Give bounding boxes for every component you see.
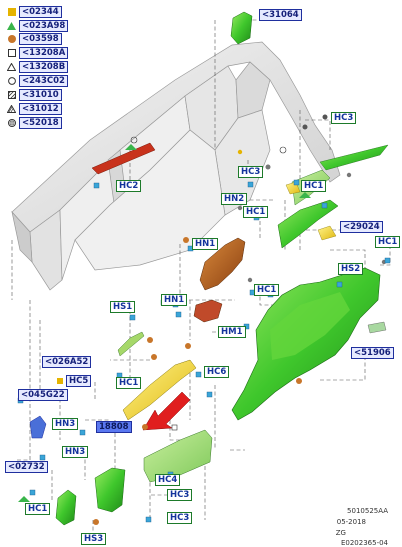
legend-label[interactable]: <243C02: [19, 75, 68, 87]
triangle-green-icon: [6, 21, 17, 32]
green-kick-panel: [55, 489, 77, 526]
callout-hn1-b[interactable]: HN1: [161, 294, 188, 306]
legend-label[interactable]: <52018: [19, 117, 62, 129]
callout-hc4[interactable]: HC4: [155, 474, 181, 486]
footer-figure: E0202365-04: [340, 539, 388, 547]
callout-31064[interactable]: <31064: [259, 9, 302, 21]
legend-row-243c02: <243C02: [6, 75, 68, 87]
yellow-bracket-right: [317, 225, 337, 241]
green-clip-strip: [117, 331, 145, 357]
green-lower-sill-trim: [143, 429, 213, 483]
green-triangle-marker-3: [299, 192, 311, 198]
green-triangle-marker: [125, 144, 137, 150]
legend-label[interactable]: <31012: [19, 103, 62, 115]
callout-hm1[interactable]: HM1: [218, 326, 246, 338]
legend-row-31010: <31010: [6, 89, 62, 101]
legend-row-02344: <02344: [6, 6, 62, 18]
yellow-long-sill-trim: [122, 359, 197, 421]
callout-hc1-right[interactable]: HC1: [375, 236, 401, 248]
red-highlight-arrow: [142, 391, 191, 431]
legend-row-13208b: <13208B: [6, 61, 69, 73]
callout-hs1[interactable]: HS1: [110, 301, 136, 313]
callout-hc1-c[interactable]: HC1: [254, 284, 280, 296]
green-c-pillar-trim: [277, 199, 339, 249]
square-yellow-icon: [6, 7, 17, 18]
callout-hc3-bottom[interactable]: HC3: [167, 512, 193, 524]
green-panel-inner-shade: [270, 292, 350, 360]
callout-51906[interactable]: <51906: [351, 347, 394, 359]
callout-hc3-mid[interactable]: HC3: [238, 166, 264, 178]
legend-label[interactable]: <13208B: [19, 61, 69, 73]
legend-row-31012: <31012: [6, 103, 62, 115]
callout-hc3-top[interactable]: HC3: [331, 112, 357, 124]
callout-026a52[interactable]: <026A52: [42, 356, 92, 368]
triangle-outline-icon: [6, 62, 17, 73]
callout-hc1-d[interactable]: HC1: [116, 377, 142, 389]
orange-hoop-bracket: [193, 299, 223, 323]
callout-18808[interactable]: 18808: [96, 421, 132, 433]
spiral-circle-icon: [6, 118, 17, 129]
callout-hc5[interactable]: HC5: [66, 375, 92, 387]
hatched-square-icon: [6, 90, 17, 101]
red-roof-strip: [91, 142, 156, 175]
fastener-dots: [93, 114, 387, 525]
footer-code: 5010525AA: [347, 507, 388, 515]
orange-c-pillar-trim: [199, 237, 246, 291]
callout-hc2[interactable]: HC2: [116, 180, 142, 192]
green-upper-pillar-trim: [230, 11, 253, 45]
callout-045g22[interactable]: <045G22: [18, 389, 68, 401]
legend-label[interactable]: <13208A: [19, 47, 69, 59]
callout-29024[interactable]: <29024: [340, 221, 383, 233]
hatched-triangle-icon: [6, 104, 17, 115]
circle-orange-icon: [6, 34, 17, 45]
callout-hn3-b[interactable]: HN3: [62, 446, 89, 458]
legend-label[interactable]: <023A98: [19, 20, 69, 32]
green-triangle-marker-2: [18, 496, 30, 502]
footer-region: ZG: [335, 529, 346, 537]
callout-hs3[interactable]: HS3: [81, 533, 107, 545]
legend-row-023a98: <023A98: [6, 20, 69, 32]
callout-hn1-a[interactable]: HN1: [192, 238, 219, 250]
blue-latch-part: [29, 415, 47, 439]
circle-outline-icon: [6, 76, 17, 87]
callout-hc1-mid[interactable]: HC1: [301, 180, 327, 192]
legend-label[interactable]: <02344: [19, 6, 62, 18]
callout-02732[interactable]: <02732: [5, 461, 48, 473]
callout-hn3-a[interactable]: HN3: [52, 418, 79, 430]
yellow-square-marker: [57, 378, 63, 384]
legend-label[interactable]: <03598: [19, 33, 62, 45]
callout-hc1-b[interactable]: HC1: [243, 206, 269, 218]
green-package-tray-strip: [319, 144, 389, 171]
callout-hs2[interactable]: HS2: [338, 263, 364, 275]
legend-row-03598: <03598: [6, 33, 62, 45]
callout-hc3-low[interactable]: HC3: [167, 489, 193, 501]
gray-clip-51906: [367, 321, 387, 334]
legend-row-52018: <52018: [6, 117, 62, 129]
callout-hn2[interactable]: HN2: [221, 193, 248, 205]
green-lower-left-trim: [94, 467, 126, 513]
callout-hc1-bottom[interactable]: HC1: [25, 503, 51, 515]
square-outline-icon: [6, 48, 17, 59]
legend-label[interactable]: <31010: [19, 89, 62, 101]
callout-hc6[interactable]: HC6: [204, 366, 230, 378]
legend-row-13208a: <13208A: [6, 47, 69, 59]
footer-date: 05-2018: [336, 518, 366, 526]
